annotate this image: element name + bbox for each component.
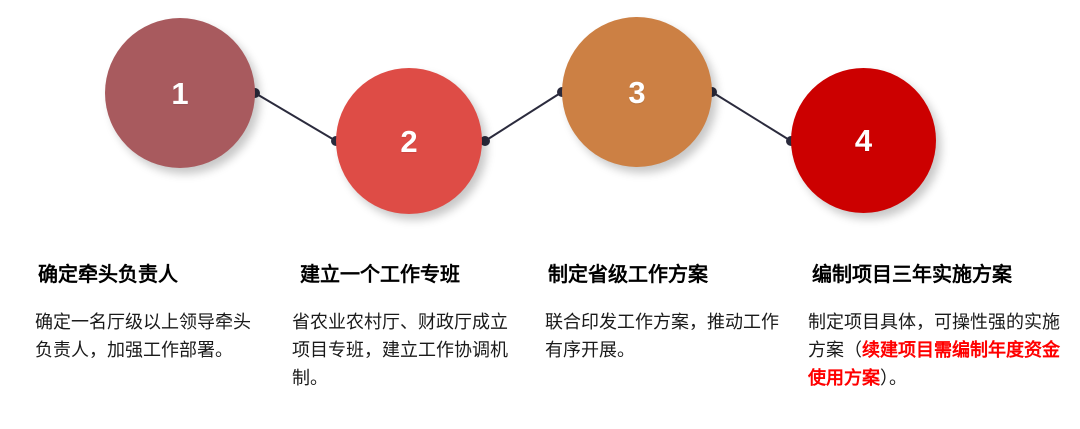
step-text-block-1: 确定牵头负责人 确定一名厅级以上领导牵头负责人，加强工作部署。	[35, 262, 260, 364]
connector-3-4	[707, 87, 796, 146]
step-body-suffix-4: ）。	[880, 368, 907, 388]
connector-2-3	[480, 87, 567, 146]
step-text-block-2: 建立一个工作专班 省农业农村厅、财政厅成立项目专班，建立工作协调机制。	[292, 262, 524, 392]
step-body-highlight-4: 续建项目需编制年度资金使用方案	[808, 340, 1060, 388]
step-circle-1[interactable]: 1	[105, 18, 255, 168]
step-number-2: 2	[400, 123, 418, 159]
step-body-3: 联合印发工作方案，推动工作有序开展。	[545, 288, 780, 364]
step-number-4: 4	[854, 123, 873, 158]
step-circle-4[interactable]: 4	[791, 68, 936, 213]
step-body-text-4: 制定项目具体，可操性强的实施方案（	[808, 312, 1060, 360]
step-title-4: 编制项目三年实施方案	[812, 264, 1012, 286]
connector-line-3-4	[711, 91, 792, 142]
step-body-text-2: 省农业农村厅、财政厅成立项目专班，建立工作协调机制。	[292, 312, 508, 388]
step-number-1: 1	[171, 75, 189, 111]
step-title-3: 制定省级工作方案	[548, 264, 708, 286]
connector-1-2	[250, 88, 341, 146]
step-circle-3[interactable]: 3	[562, 17, 712, 167]
step-number-3: 3	[628, 74, 646, 110]
step-body-text-3: 联合印发工作方案，推动工作有序开展。	[545, 312, 779, 360]
step-text-block-4: 编制项目三年实施方案 制定项目具体，可操性强的实施方案（续建项目需编制年度资金使…	[808, 262, 1060, 392]
step-body-4: 制定项目具体，可操性强的实施方案（续建项目需编制年度资金使用方案）。	[808, 288, 1060, 392]
connector-line-2-3	[484, 91, 563, 142]
step-text-block-3: 制定省级工作方案 联合印发工作方案，推动工作有序开展。	[545, 262, 780, 364]
step-title-1: 确定牵头负责人	[38, 264, 178, 286]
step-body-text-1: 确定一名厅级以上领导牵头负责人，加强工作部署。	[35, 312, 251, 360]
step-body-2: 省农业农村厅、财政厅成立项目专班，建立工作协调机制。	[292, 288, 524, 392]
step-body-1: 确定一名厅级以上领导牵头负责人，加强工作部署。	[35, 288, 260, 364]
step-circle-2[interactable]: 2	[336, 68, 482, 214]
connector-line-1-2	[254, 92, 337, 142]
step-title-2: 建立一个工作专班	[300, 264, 460, 286]
